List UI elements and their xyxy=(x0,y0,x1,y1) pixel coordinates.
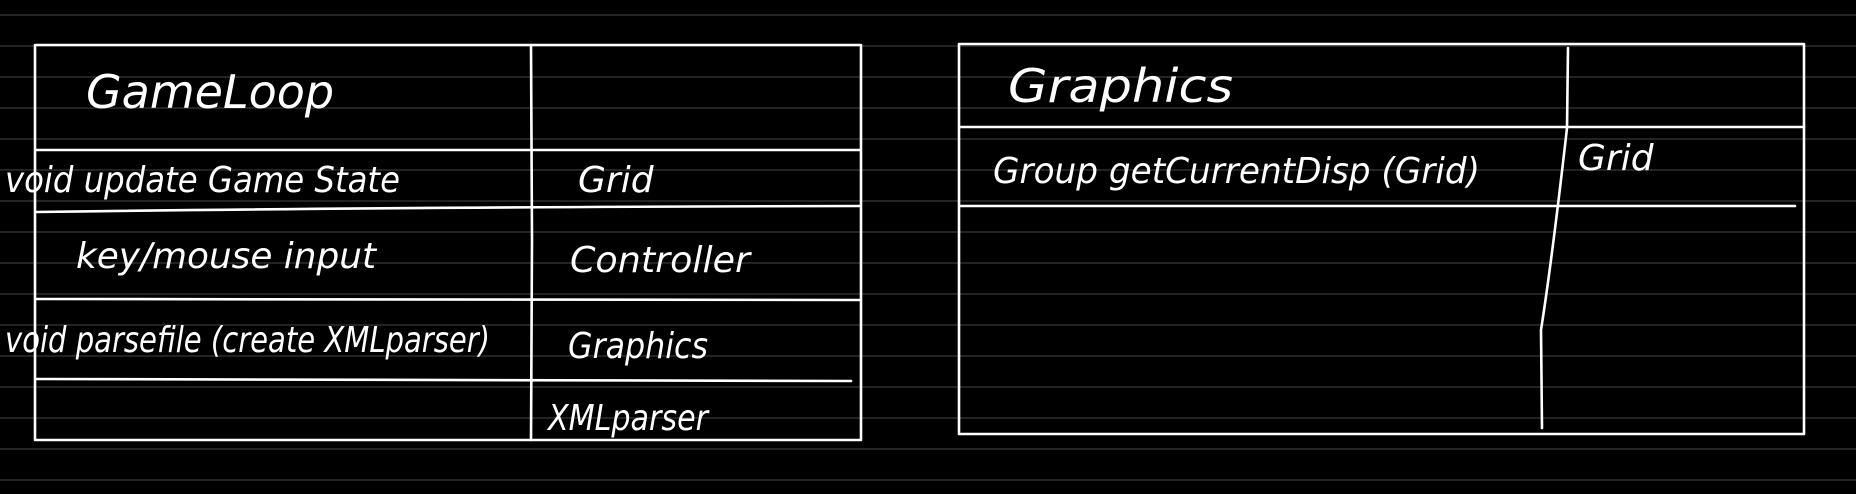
card-graphics-divider xyxy=(1539,46,1570,430)
collaborator-text: Controller xyxy=(570,240,752,281)
card-gameloop-divider xyxy=(529,43,534,442)
responsibility-text: void update Game State xyxy=(5,160,400,201)
card-graphics-title: Graphics xyxy=(1008,59,1233,113)
card-gameloop-border xyxy=(33,43,863,442)
card-gameloop-row-line xyxy=(34,377,853,383)
card-gameloop: GameLoop void update Game State Grid key… xyxy=(5,43,863,442)
collaborator-text: Graphics xyxy=(568,326,708,367)
responsibility-text: void parsefile (create XMLparser) xyxy=(5,320,490,361)
card-gameloop-title: GameLoop xyxy=(86,65,334,119)
card-gameloop-row-line xyxy=(34,297,862,302)
collaborator-text: Grid xyxy=(578,160,655,201)
card-graphics-border xyxy=(957,42,1806,436)
responsibility-text: key/mouse input xyxy=(76,236,378,277)
collaborator-text: XMLparser xyxy=(546,398,710,439)
card-graphics: Graphics Group getCurrentDisp (Grid) Gri… xyxy=(957,42,1806,436)
ruled-lines xyxy=(0,14,1856,481)
responsibility-text: Group getCurrentDisp (Grid) xyxy=(993,151,1480,192)
collaborator-text: Grid xyxy=(1578,138,1655,179)
card-gameloop-row-line xyxy=(34,204,862,214)
